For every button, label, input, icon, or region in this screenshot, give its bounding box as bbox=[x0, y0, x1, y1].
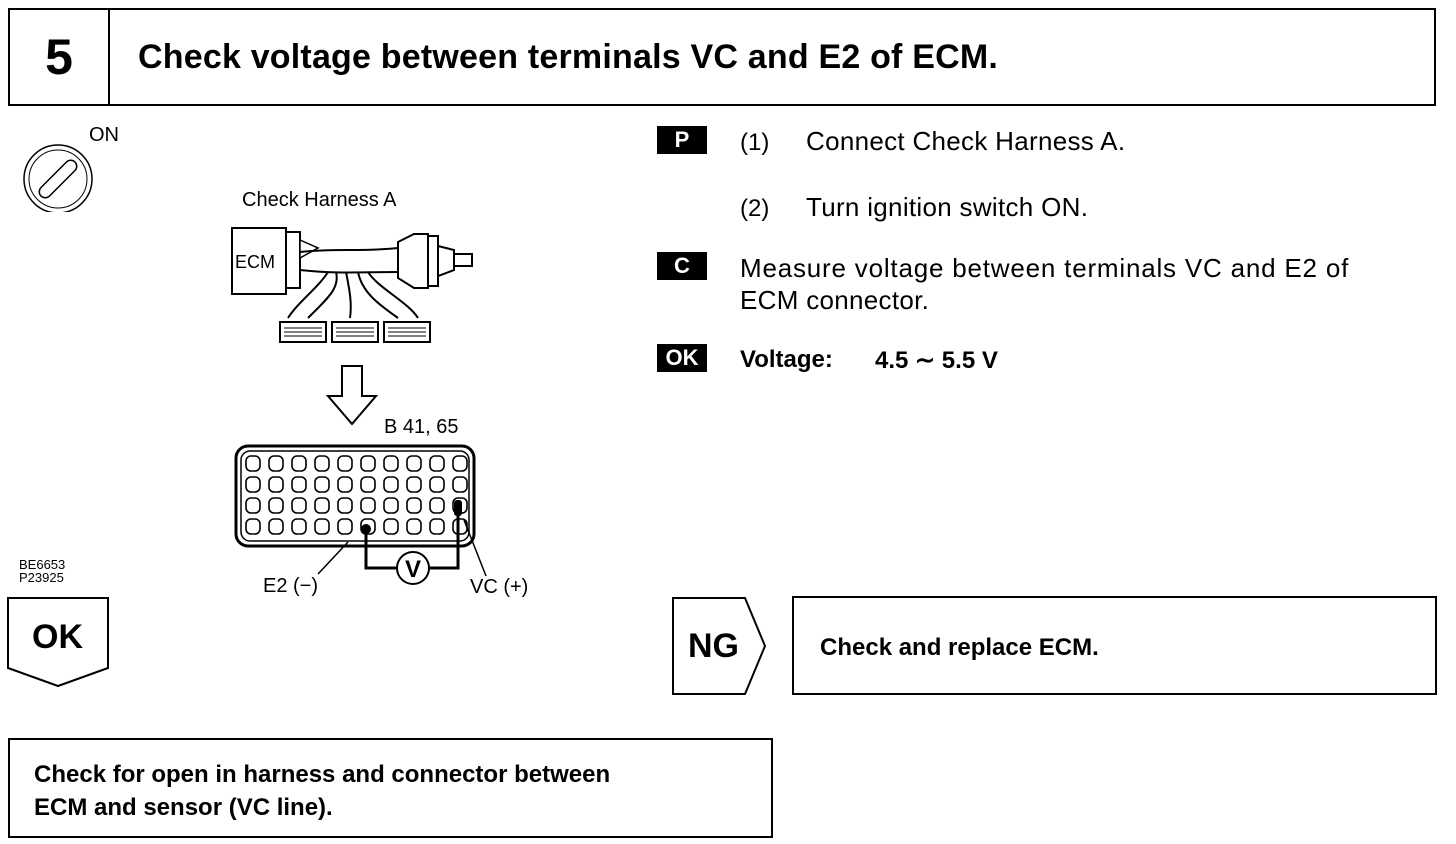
ok-spec-label: Voltage: bbox=[740, 346, 833, 373]
arrow-down-icon bbox=[325, 364, 379, 426]
connector-pin bbox=[291, 476, 307, 493]
connector-pin bbox=[429, 518, 445, 535]
connector-pin bbox=[268, 476, 284, 493]
connector-pin bbox=[337, 476, 353, 493]
ok-result-shape bbox=[6, 596, 110, 688]
connector-pin bbox=[383, 497, 399, 514]
ignition-on-label: ON bbox=[89, 124, 119, 146]
step-text-1: Connect Check Harness A. bbox=[806, 126, 1126, 156]
connector-pin bbox=[291, 497, 307, 514]
connector-pin bbox=[291, 455, 307, 472]
connector-pin bbox=[406, 476, 422, 493]
ng-result-label: NG bbox=[688, 627, 739, 665]
ok-tag: OK bbox=[657, 344, 707, 372]
connector-label: B 41, 65 bbox=[384, 416, 459, 438]
vc-terminal-label: VC (+) bbox=[470, 576, 529, 598]
page-title: Check voltage between terminals VC and E… bbox=[138, 37, 999, 76]
connector-pin bbox=[360, 497, 376, 514]
connector-pin bbox=[429, 497, 445, 514]
connector-pin bbox=[452, 455, 468, 472]
connector-pin bbox=[406, 455, 422, 472]
ecm-label: ECM bbox=[235, 252, 275, 272]
connector-pin bbox=[337, 518, 353, 535]
ok-action-text: Check for open in harness and connector … bbox=[34, 758, 734, 824]
connector-pin bbox=[314, 476, 330, 493]
connector-pin bbox=[245, 455, 261, 472]
step-number-2: (2) bbox=[740, 195, 770, 222]
connector-pin bbox=[337, 455, 353, 472]
ng-result-shape bbox=[671, 596, 767, 696]
connector-pin bbox=[383, 455, 399, 472]
connector-pin bbox=[291, 518, 307, 535]
check-tag: C bbox=[657, 252, 707, 280]
connector-pin bbox=[314, 455, 330, 472]
step-number: 5 bbox=[10, 10, 110, 104]
connector-pin bbox=[268, 518, 284, 535]
step-text-2: Turn ignition switch ON. bbox=[806, 192, 1089, 222]
connector-pin bbox=[406, 518, 422, 535]
check-harness-diagram bbox=[228, 218, 488, 353]
connector-pin bbox=[360, 455, 376, 472]
ecm-connector-diagram: V bbox=[230, 442, 490, 592]
figure-code: BE6653 bbox=[19, 557, 66, 572]
connector-pin bbox=[429, 455, 445, 472]
connector-pin bbox=[314, 497, 330, 514]
e2-terminal-label: E2 (−) bbox=[263, 575, 319, 597]
step-number-1: (1) bbox=[740, 129, 770, 156]
step-header: 5 Check voltage between terminals VC and… bbox=[8, 8, 1436, 106]
check-text-line-1: Measure voltage between terminals VC and… bbox=[740, 253, 1350, 283]
connector-pin bbox=[245, 497, 261, 514]
connector-pin bbox=[314, 518, 330, 535]
connector-pin bbox=[245, 518, 261, 535]
ok-result-label: OK bbox=[32, 618, 83, 656]
prep-tag: P bbox=[657, 126, 707, 154]
harness-label: Check Harness A bbox=[242, 189, 397, 211]
ng-action-box: Check and replace ECM. bbox=[792, 596, 1437, 695]
check-text-line-2: ECM connector. bbox=[740, 285, 930, 315]
ok-action-box: Check for open in harness and connector … bbox=[8, 738, 773, 838]
voltmeter-symbol: V bbox=[405, 556, 421, 583]
connector-pin bbox=[383, 476, 399, 493]
connector-pin bbox=[429, 476, 445, 493]
figure-codes: BE6653 P23925 bbox=[19, 558, 65, 584]
connector-pin bbox=[406, 497, 422, 514]
ok-spec-value: 4.5 ∼ 5.5 V bbox=[875, 347, 998, 374]
figure-code: P23925 bbox=[19, 570, 64, 585]
connector-pin bbox=[268, 497, 284, 514]
ok-action-line-2: ECM and sensor (VC line). bbox=[34, 794, 333, 821]
check-text: Measure voltage between terminals VC and… bbox=[740, 252, 1440, 316]
connector-pin bbox=[360, 476, 376, 493]
ng-action-text: Check and replace ECM. bbox=[820, 634, 1099, 661]
connector-pin bbox=[452, 476, 468, 493]
connector-pin bbox=[383, 518, 399, 535]
ok-action-line-1: Check for open in harness and connector … bbox=[34, 761, 611, 788]
connector-pin bbox=[337, 497, 353, 514]
connector-pin bbox=[245, 476, 261, 493]
connector-pin bbox=[268, 455, 284, 472]
ignition-switch-icon bbox=[20, 122, 100, 214]
